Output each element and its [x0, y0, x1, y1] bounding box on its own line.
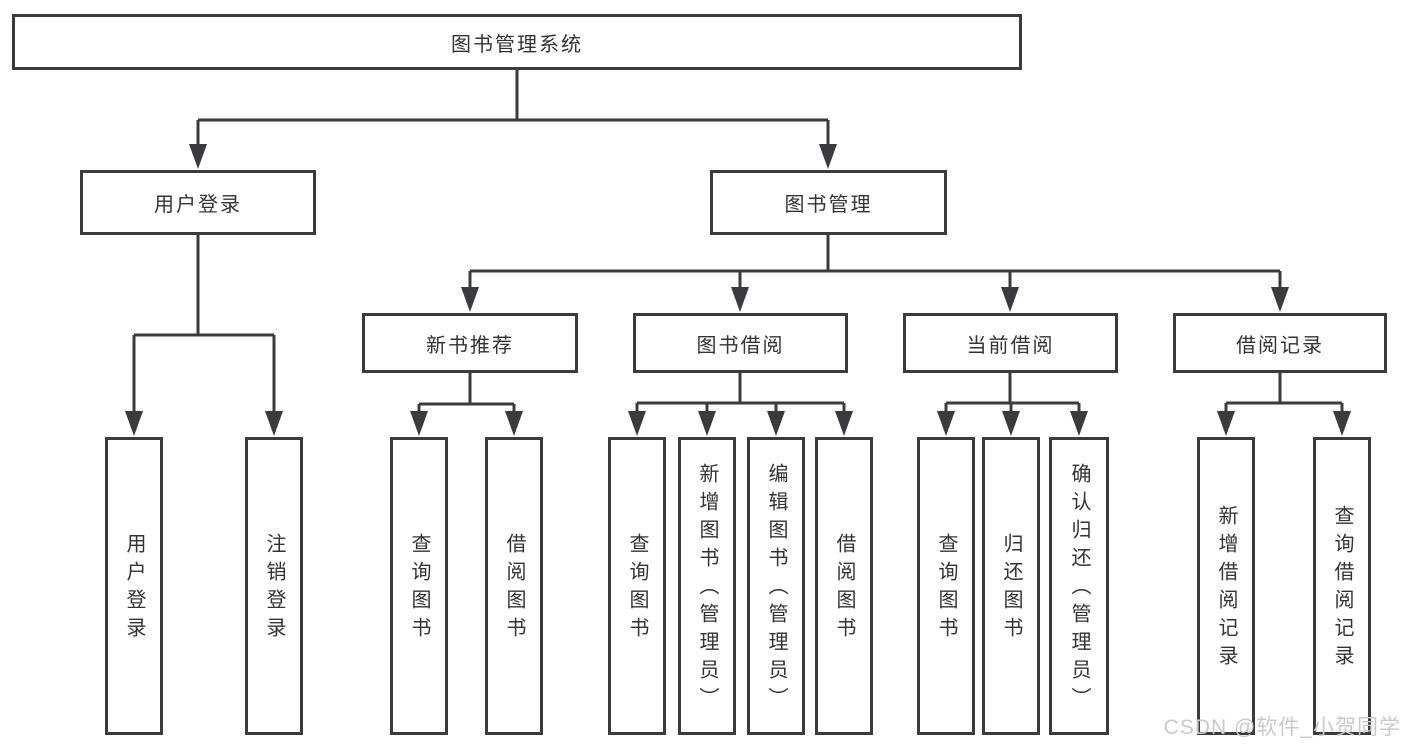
node-new-book-recommend: 新书推荐 [362, 313, 578, 373]
leaf-user-login: 用户登录 [105, 437, 163, 735]
node-book-management: 图书管理 [710, 170, 947, 235]
leaf-borrow-books-2: 借阅图书 [815, 437, 873, 735]
leaf-return-books: 归还图书 [982, 437, 1040, 735]
node-current-borrow: 当前借阅 [903, 313, 1118, 373]
leaf-add-borrow-record: 新增借阅记录 [1197, 437, 1255, 735]
connector-user-login-branch [125, 235, 283, 436]
node-book-borrow: 图书借阅 [633, 313, 848, 373]
connector-book-mgmt-branch [461, 235, 1289, 312]
connector-current-borrow-branch [937, 373, 1088, 436]
connector-new-book-branch [410, 373, 523, 436]
leaf-add-books-admin: 新增图书（管理员） [678, 437, 736, 735]
node-user-login: 用户登录 [80, 170, 316, 235]
connector-borrow-record-branch [1217, 373, 1351, 436]
node-borrow-record: 借阅记录 [1173, 313, 1387, 373]
leaf-query-books-1: 查询图书 [390, 437, 448, 735]
node-root: 图书管理系统 [12, 14, 1022, 70]
leaf-query-books-2: 查询图书 [608, 437, 666, 735]
leaf-query-books-3: 查询图书 [917, 437, 975, 735]
leaf-edit-books-admin: 编辑图书（管理员） [747, 437, 805, 735]
leaf-logout: 注销登录 [245, 437, 303, 735]
csdn-watermark: CSDN @软件_小贺同学 [1163, 716, 1401, 739]
connector-book-borrow-branch [628, 373, 853, 436]
leaf-confirm-return-admin: 确认归还（管理员） [1049, 437, 1109, 735]
connector-root-to-level2 [189, 70, 837, 169]
leaf-borrow-books-1: 借阅图书 [485, 437, 543, 735]
leaf-query-borrow-record: 查询借阅记录 [1313, 437, 1371, 735]
